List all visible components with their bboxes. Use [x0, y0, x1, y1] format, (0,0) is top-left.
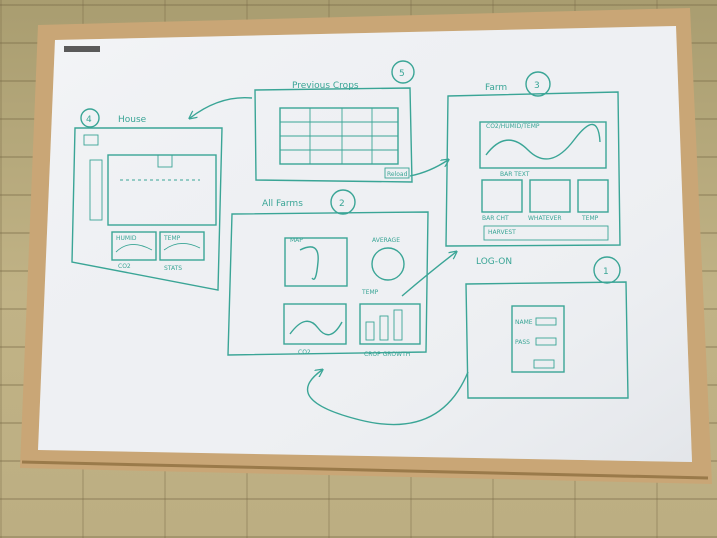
farm-label-whatever: WHATEVER	[528, 215, 562, 222]
farm-label-temp: TEMP	[581, 215, 599, 222]
all-farms-crop-label: CROP GROWTH	[364, 351, 410, 358]
all-farms-co2-label: CO2	[298, 349, 311, 356]
previous-reload-button: Reload	[387, 171, 408, 178]
brand-label	[64, 46, 100, 52]
farm-chart-label: CO2/HUMID/TEMP	[486, 123, 540, 130]
screen-house: 4 House HUMID TEMP CO2 STATS	[71, 108, 223, 291]
marker-tray	[21, 460, 709, 480]
login-title: LOG-ON	[476, 257, 512, 267]
all-farms-title: All Farms	[262, 199, 303, 209]
login-pass-label: PASS	[515, 339, 530, 346]
screen-login: LOG-ON 1 NAME PASS	[306, 256, 629, 426]
farm-label-harvest: HARVEST	[488, 229, 516, 236]
house-label-humid: HUMID	[116, 235, 137, 242]
farm-label-bar: BAR CHT	[482, 215, 509, 222]
house-number: 4	[86, 115, 92, 125]
screen-farm: Farm 3 CO2/HUMID/TEMP BAR TEXT BAR CHT W…	[409, 71, 621, 247]
screen-previous-crops: Previous Crops 5 Reload	[190, 60, 415, 183]
screen-all-farms: All Farms 2 MAP AVERAGE TEMP CO2 CROP GR…	[227, 189, 456, 358]
house-title: House	[118, 115, 147, 125]
login-name-label: NAME	[515, 319, 533, 326]
farm-sub-label: BAR TEXT	[500, 171, 530, 178]
login-number: 1	[603, 267, 609, 277]
all-farms-number: 2	[339, 199, 345, 209]
previous-title: Previous Crops	[292, 81, 359, 91]
all-farms-map-label: MAP	[290, 237, 303, 244]
all-farms-average-label: AVERAGE	[372, 237, 400, 244]
farm-title: Farm	[485, 83, 507, 93]
house-label-co2: CO2	[118, 263, 131, 270]
farm-number: 3	[534, 81, 540, 91]
previous-number: 5	[399, 69, 405, 79]
house-label-stats: STATS	[164, 265, 182, 272]
all-farms-temp-label: TEMP	[361, 289, 379, 296]
house-label-temp: TEMP	[163, 235, 181, 242]
